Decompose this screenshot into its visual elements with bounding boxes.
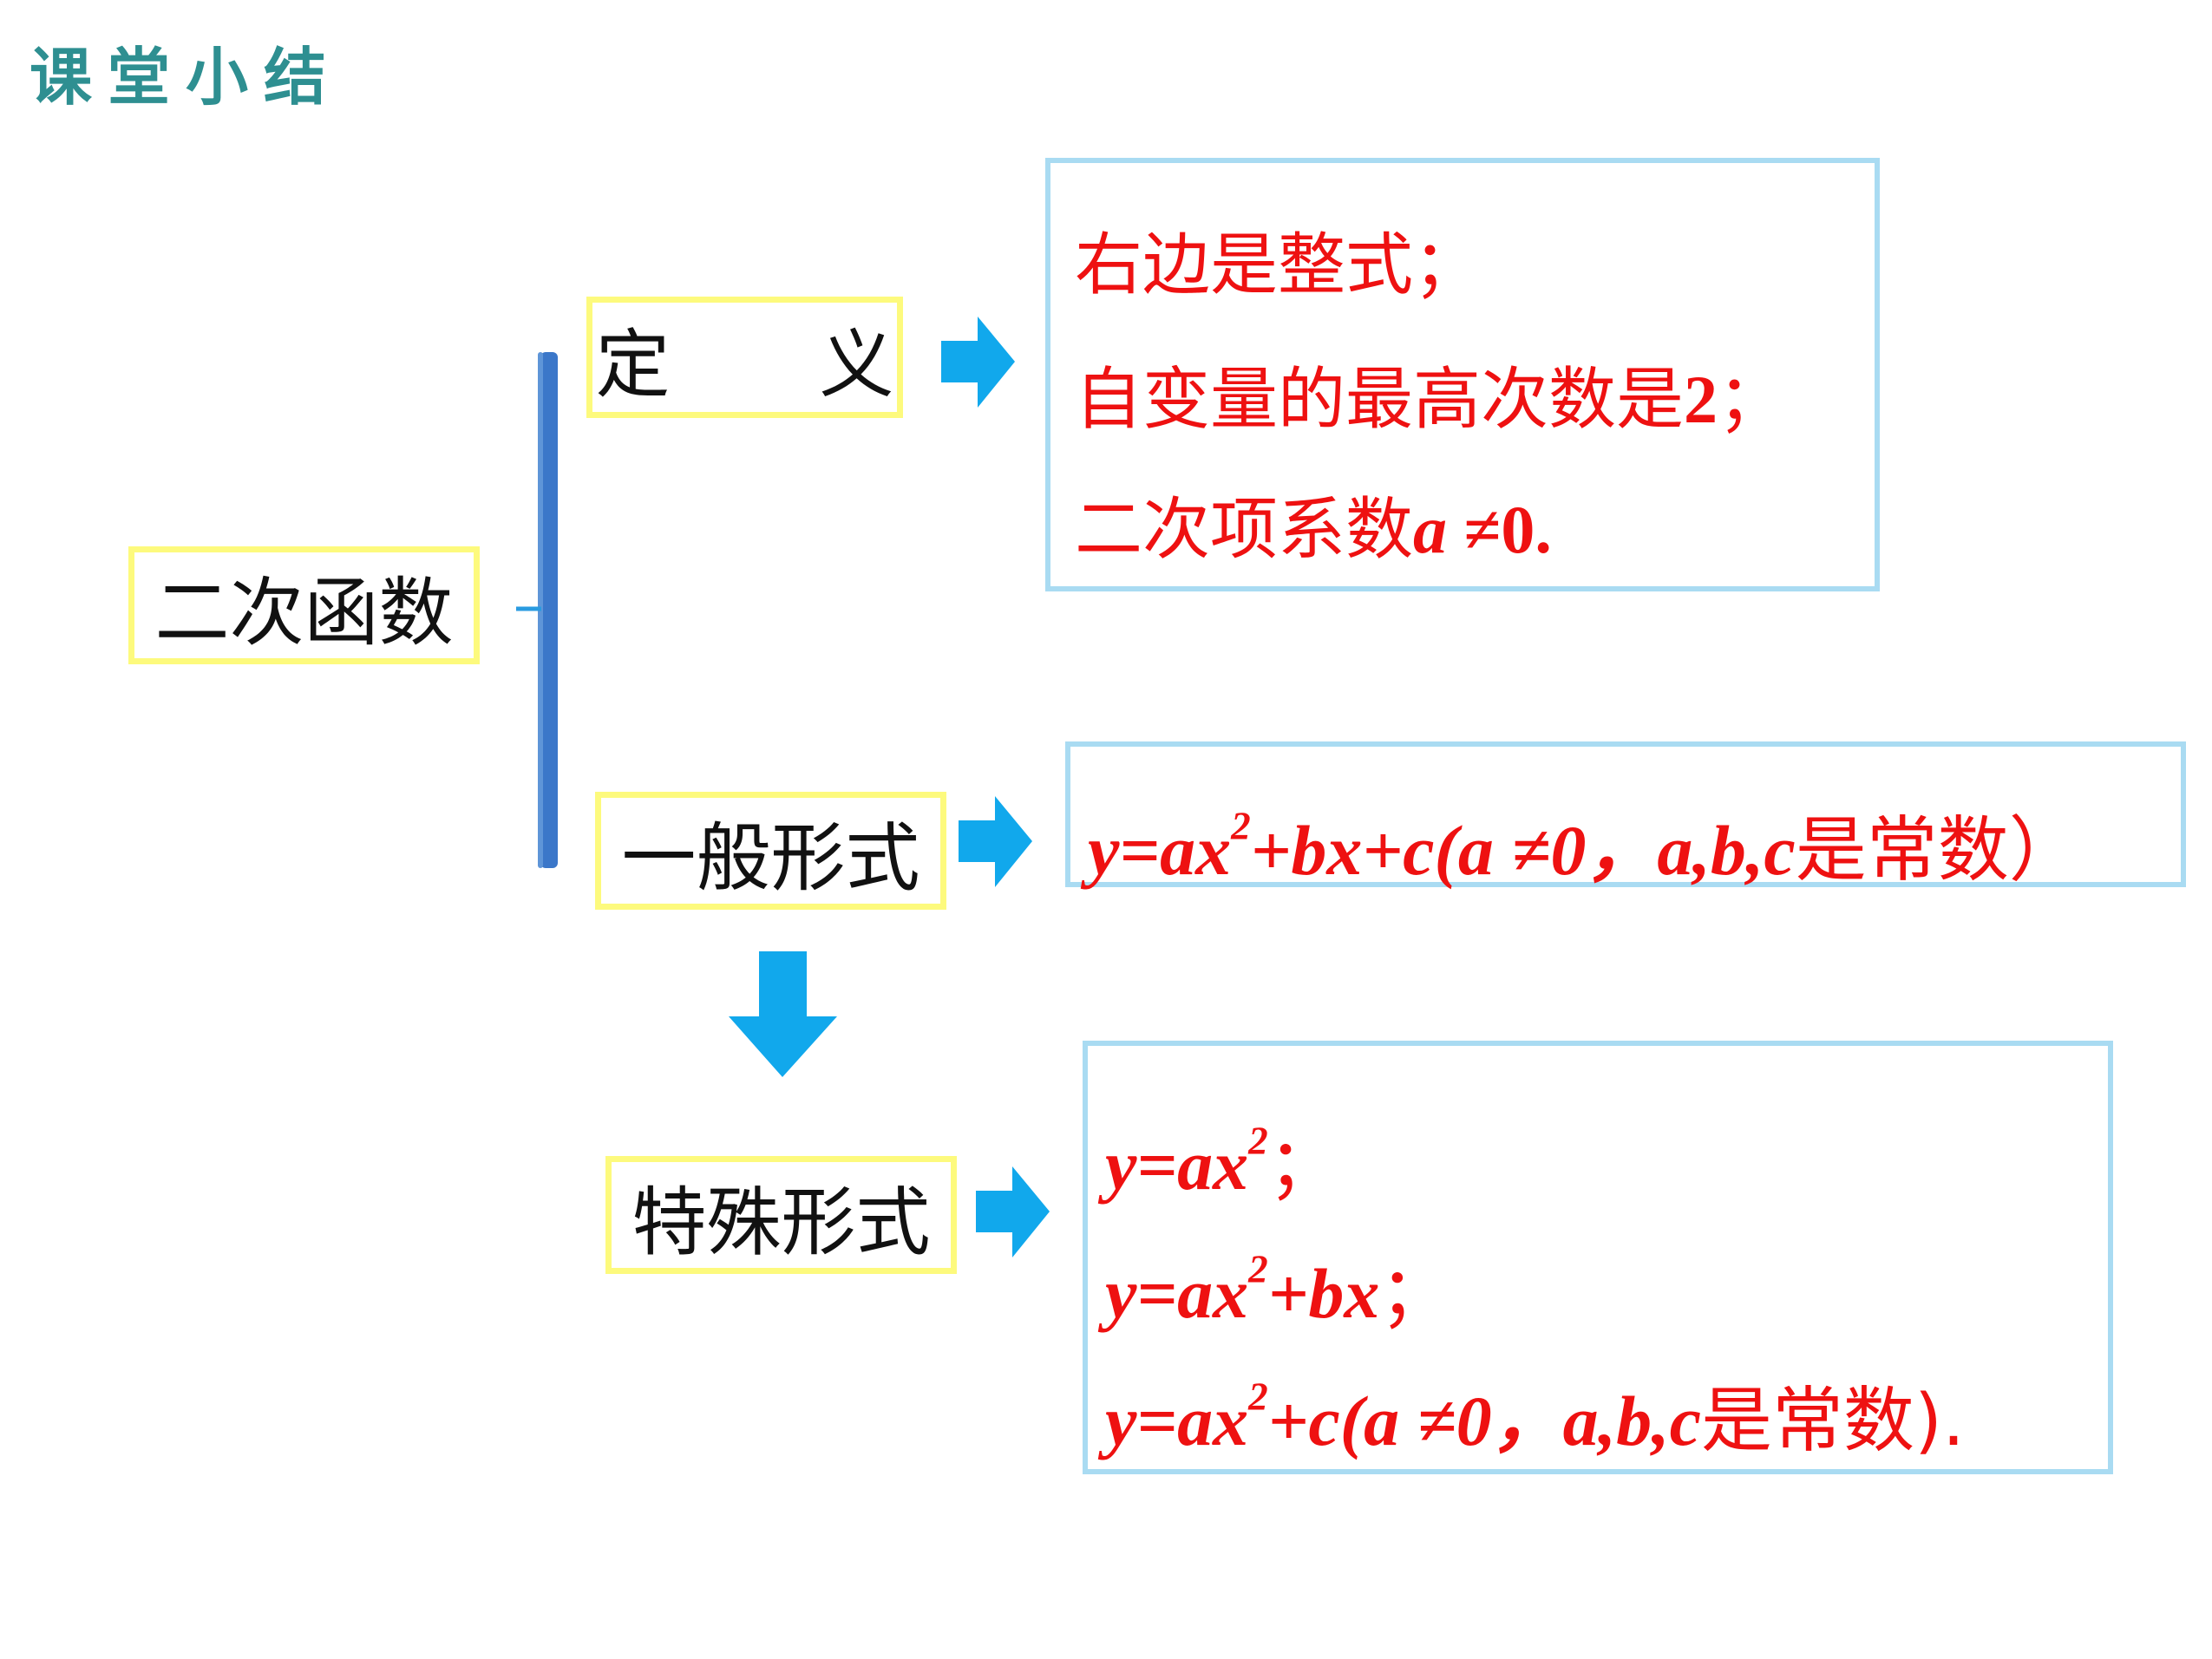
definition-line-2-number: 2 xyxy=(1684,362,1718,437)
root-node-label: 二次函数 xyxy=(154,569,454,656)
general-form-box: y=ax2+bx+c(a ≠0，a,b,c是常数） xyxy=(1065,741,2186,892)
special-line-1-end: ； xyxy=(1267,1124,1339,1206)
special-line-3-formula: y=ax xyxy=(1105,1381,1249,1460)
general-form-formula: y=ax2+bx+c(a ≠0，a,b,c是常数） xyxy=(1088,792,2080,895)
definition-line-2: 自变量的最高次数是2； xyxy=(1075,345,1785,442)
special-form-line-1: y=ax2； xyxy=(1105,1107,1339,1210)
brace-icon xyxy=(516,352,558,868)
special-form-box: y=ax2； y=ax2+bx； y=ax2+c(a ≠0，a,b,c是常数). xyxy=(1083,1041,2113,1474)
arrow-right-icon xyxy=(941,317,1015,408)
branch-definition-label: 定 义 xyxy=(595,321,894,408)
special-line-1-formula: y=ax xyxy=(1105,1126,1249,1205)
special-line-3-tail: 是常数). xyxy=(1701,1380,1966,1462)
branch-general-form: 一般形式 xyxy=(595,792,946,910)
definition-box: 右边是整式； 自变量的最高次数是2； 二次项系数a ≠0. xyxy=(1045,158,1880,591)
special-line-2-end: ； xyxy=(1379,1252,1451,1335)
special-line-2-exponent: 2 xyxy=(1248,1247,1268,1291)
general-formula-part-2: +bx+c(a ≠0，a,b,c xyxy=(1250,811,1796,890)
branch-definition: 定 义 xyxy=(586,297,903,418)
special-line-2-formula: y=ax xyxy=(1105,1254,1249,1333)
branch-general-form-label: 一般形式 xyxy=(621,814,920,902)
special-line-3-term: +c(a ≠0，a,b,c xyxy=(1267,1381,1701,1460)
arrow-down-icon xyxy=(729,951,837,1077)
branch-special-form-label: 特殊形式 xyxy=(632,1179,931,1266)
special-line-1-exponent: 2 xyxy=(1248,1119,1268,1163)
general-formula-part-3: 是常数） xyxy=(1795,809,2080,892)
definition-line-3-variable: a xyxy=(1413,492,1448,567)
arrow-right-icon xyxy=(976,1166,1050,1257)
definition-line-3: 二次项系数a ≠0. xyxy=(1075,475,1552,572)
general-formula-exponent: 2 xyxy=(1231,804,1251,848)
special-form-line-3: y=ax2+c(a ≠0，a,b,c是常数). xyxy=(1105,1362,1965,1466)
special-line-3-exponent: 2 xyxy=(1248,1375,1268,1419)
arrow-right-icon xyxy=(959,796,1032,887)
definition-line-3-text: 二次项系数 xyxy=(1075,491,1414,569)
special-form-line-2: y=ax2+bx； xyxy=(1105,1235,1450,1338)
general-formula-part-1: y=ax xyxy=(1088,811,1232,890)
page-title: 课堂小结 xyxy=(29,40,343,114)
special-line-2-term: +bx xyxy=(1267,1254,1380,1333)
definition-line-3-relation: ≠0. xyxy=(1447,492,1552,567)
definition-line-2-end: ； xyxy=(1718,361,1786,439)
definition-line-2-text: 自变量的最高次数是 xyxy=(1075,361,1685,439)
root-node-quadratic-function: 二次函数 xyxy=(128,546,480,664)
definition-line-1-text: 右边是整式； xyxy=(1075,226,1482,304)
branch-special-form: 特殊形式 xyxy=(605,1156,957,1274)
definition-line-1: 右边是整式； xyxy=(1075,211,1481,308)
